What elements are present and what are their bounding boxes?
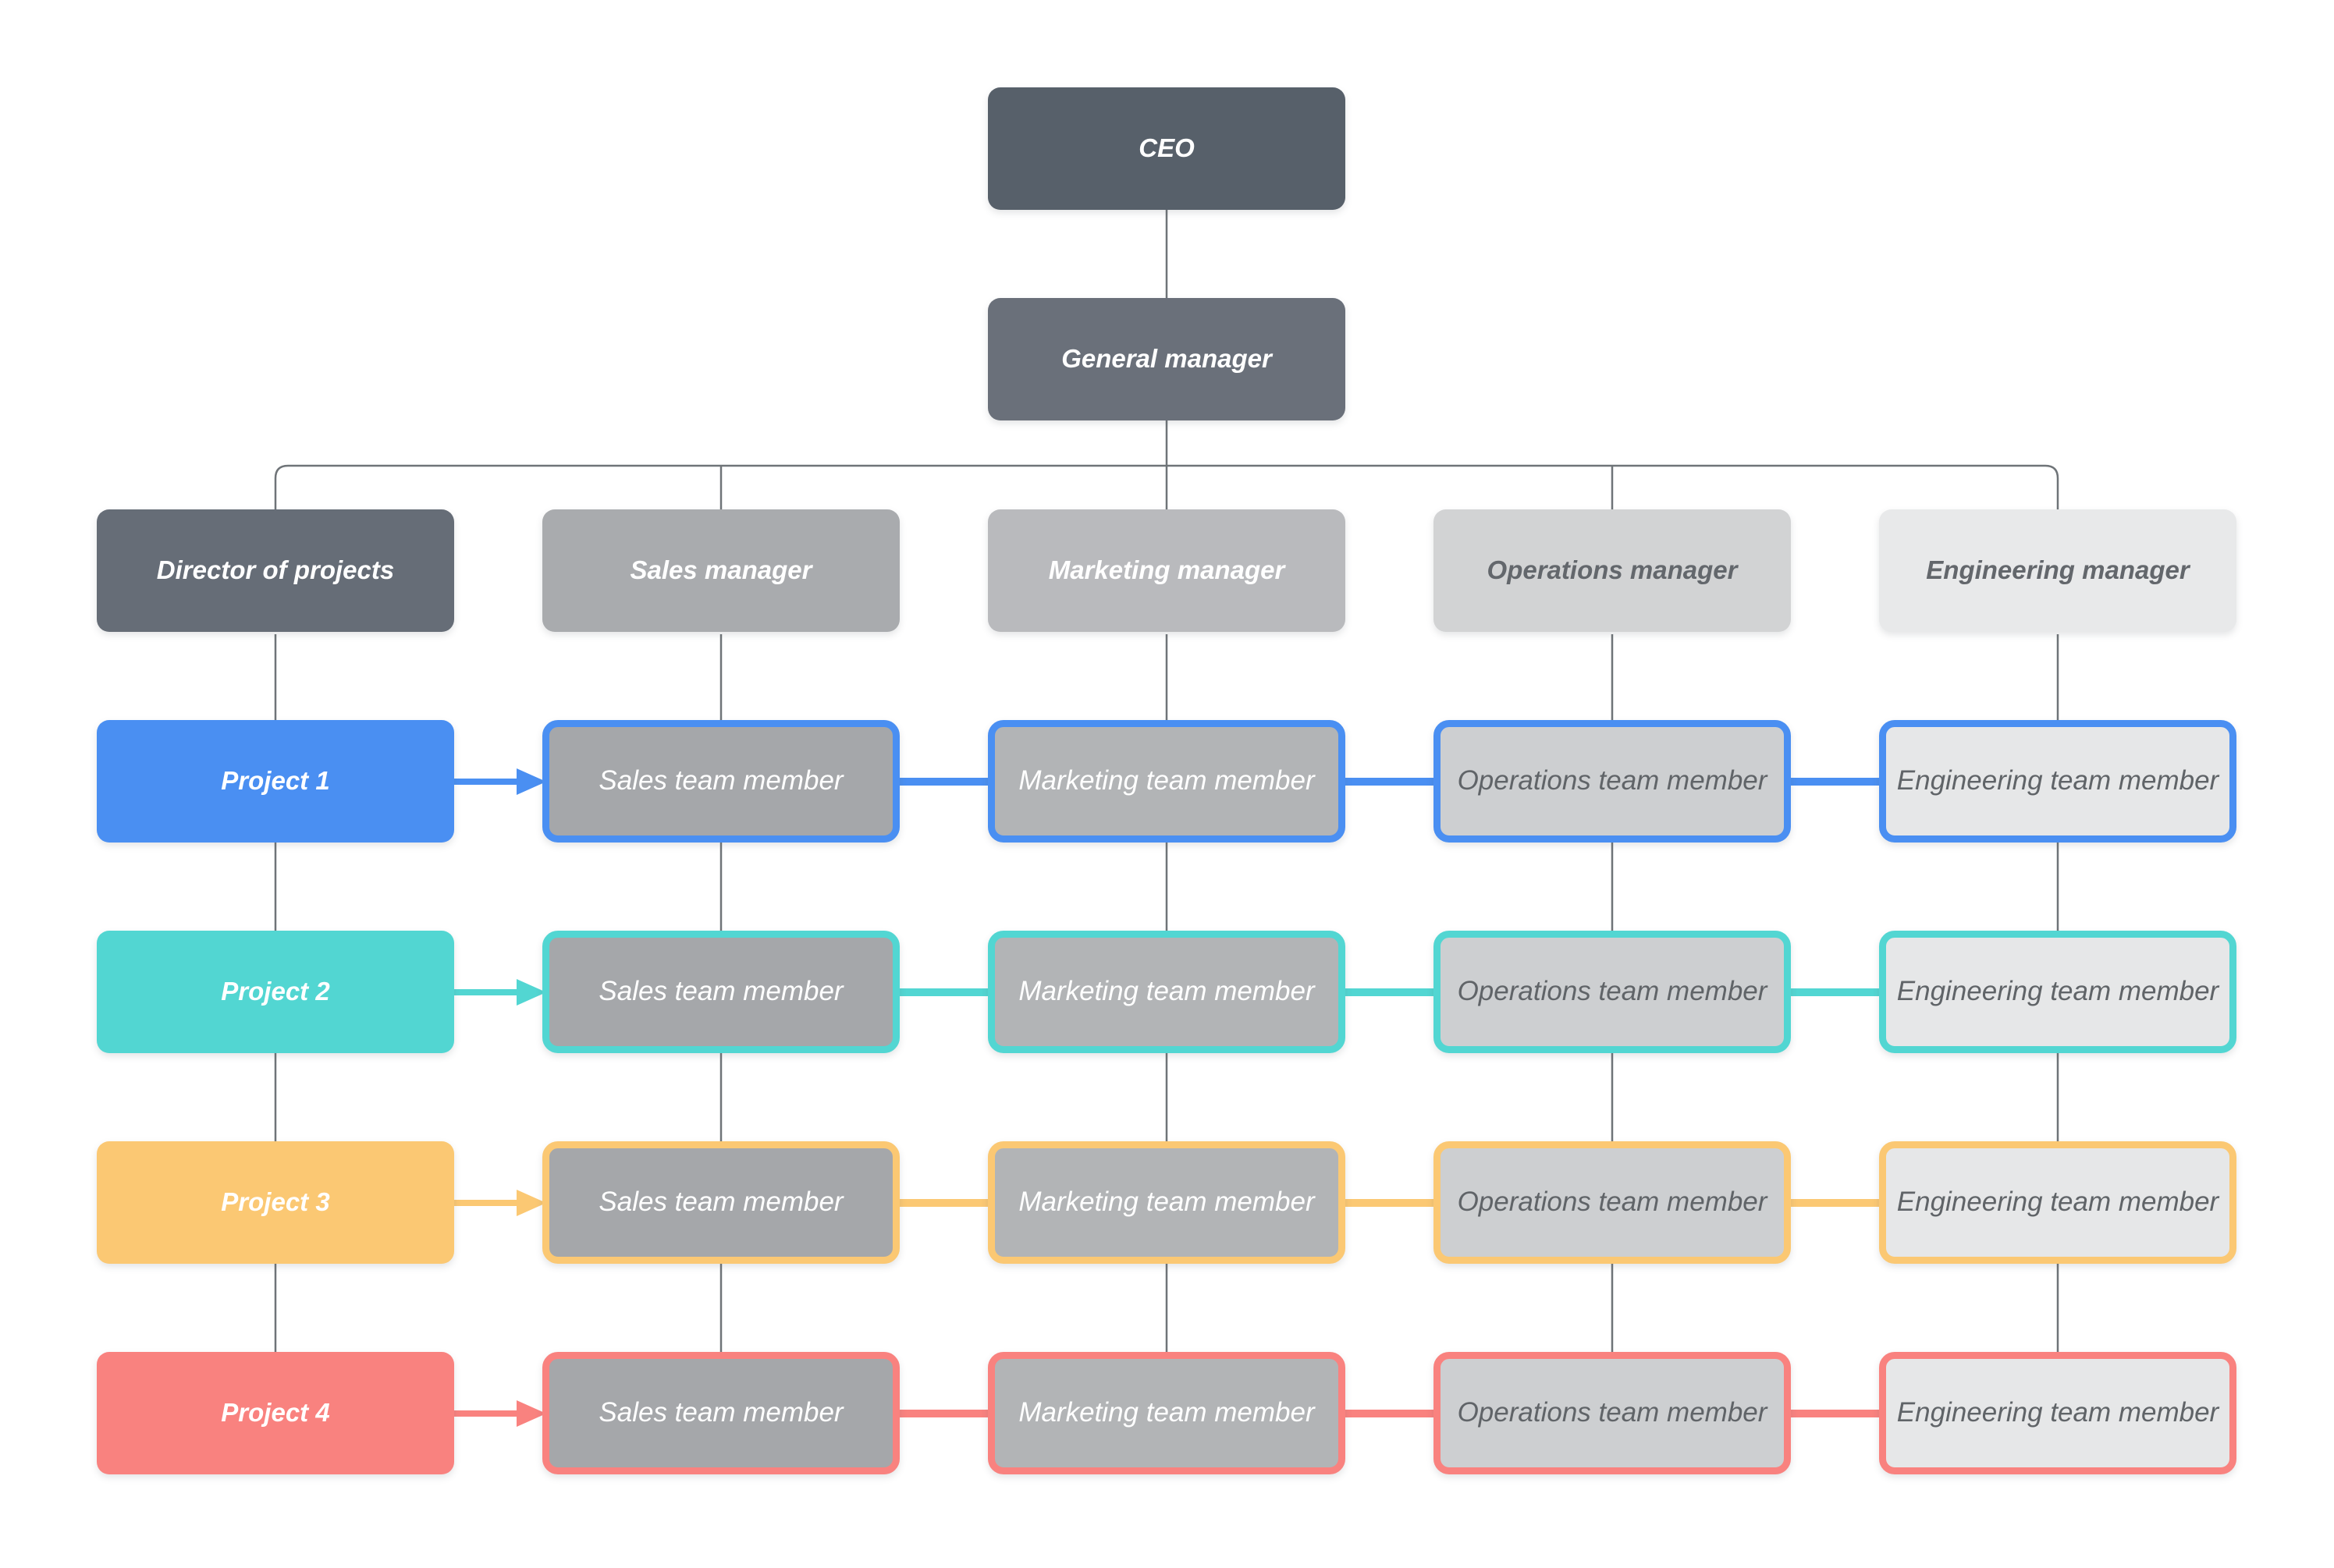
p2-operations-team-member-node[interactable]: Operations team member: [1433, 931, 1791, 1053]
p2-sales-team-member-node[interactable]: Sales team member: [542, 931, 900, 1053]
p1-operations-engineering-connector: [1788, 778, 1882, 786]
p3-operations-team-member-node[interactable]: Operations team member: [1433, 1141, 1791, 1264]
p4-operations-engineering-connector: [1788, 1410, 1882, 1417]
p2-marketing-team-member-node[interactable]: Marketing team member: [988, 931, 1345, 1053]
director-of-projects-node[interactable]: Director of projects: [97, 509, 454, 632]
p3-arrow-shaft: [454, 1200, 520, 1206]
p2-arrow-shaft: [454, 989, 520, 995]
p4-sales-marketing-connector: [897, 1410, 991, 1417]
p1-sales-team-member-node[interactable]: Sales team member: [542, 720, 900, 843]
p4-marketing-operations-connector: [1342, 1410, 1437, 1417]
p3-marketing-operations-connector: [1342, 1199, 1437, 1207]
marketing-manager-node[interactable]: Marketing manager: [988, 509, 1345, 632]
project-3-node[interactable]: Project 3: [97, 1141, 454, 1264]
p3-sales-marketing-connector: [897, 1199, 991, 1207]
p2-operations-engineering-connector: [1788, 988, 1882, 996]
p2-engineering-team-member-node[interactable]: Engineering team member: [1879, 931, 2236, 1053]
sales-manager-node[interactable]: Sales manager: [542, 509, 900, 632]
p2-sales-marketing-connector: [897, 988, 991, 996]
p3-operations-engineering-connector: [1788, 1199, 1882, 1207]
project-1-node[interactable]: Project 1: [97, 720, 454, 843]
p2-marketing-operations-connector: [1342, 988, 1437, 996]
p1-operations-team-member-node[interactable]: Operations team member: [1433, 720, 1791, 843]
ceo-node[interactable]: CEO: [988, 87, 1345, 210]
p1-engineering-team-member-node[interactable]: Engineering team member: [1879, 720, 2236, 843]
operations-manager-node[interactable]: Operations manager: [1433, 509, 1791, 632]
p4-sales-team-member-node[interactable]: Sales team member: [542, 1352, 900, 1474]
p3-engineering-team-member-node[interactable]: Engineering team member: [1879, 1141, 2236, 1264]
p1-arrowhead-icon: [517, 768, 546, 795]
project-4-node[interactable]: Project 4: [97, 1352, 454, 1474]
gm-branch-horizontal-line: [274, 464, 2059, 509]
p3-arrowhead-icon: [517, 1190, 546, 1216]
p1-marketing-team-member-node[interactable]: Marketing team member: [988, 720, 1345, 843]
p1-sales-marketing-connector: [897, 778, 991, 786]
p4-operations-team-member-node[interactable]: Operations team member: [1433, 1352, 1791, 1474]
p4-engineering-team-member-node[interactable]: Engineering team member: [1879, 1352, 2236, 1474]
p3-sales-team-member-node[interactable]: Sales team member: [542, 1141, 900, 1264]
general-manager-node[interactable]: General manager: [988, 298, 1345, 420]
p2-arrowhead-icon: [517, 979, 546, 1006]
p4-marketing-team-member-node[interactable]: Marketing team member: [988, 1352, 1345, 1474]
p4-arrow-shaft: [454, 1410, 520, 1417]
p4-arrowhead-icon: [517, 1400, 546, 1427]
project-2-node[interactable]: Project 2: [97, 931, 454, 1053]
engineering-manager-node[interactable]: Engineering manager: [1879, 509, 2236, 632]
p3-marketing-team-member-node[interactable]: Marketing team member: [988, 1141, 1345, 1264]
p1-arrow-shaft: [454, 779, 520, 785]
p1-marketing-operations-connector: [1342, 778, 1437, 786]
